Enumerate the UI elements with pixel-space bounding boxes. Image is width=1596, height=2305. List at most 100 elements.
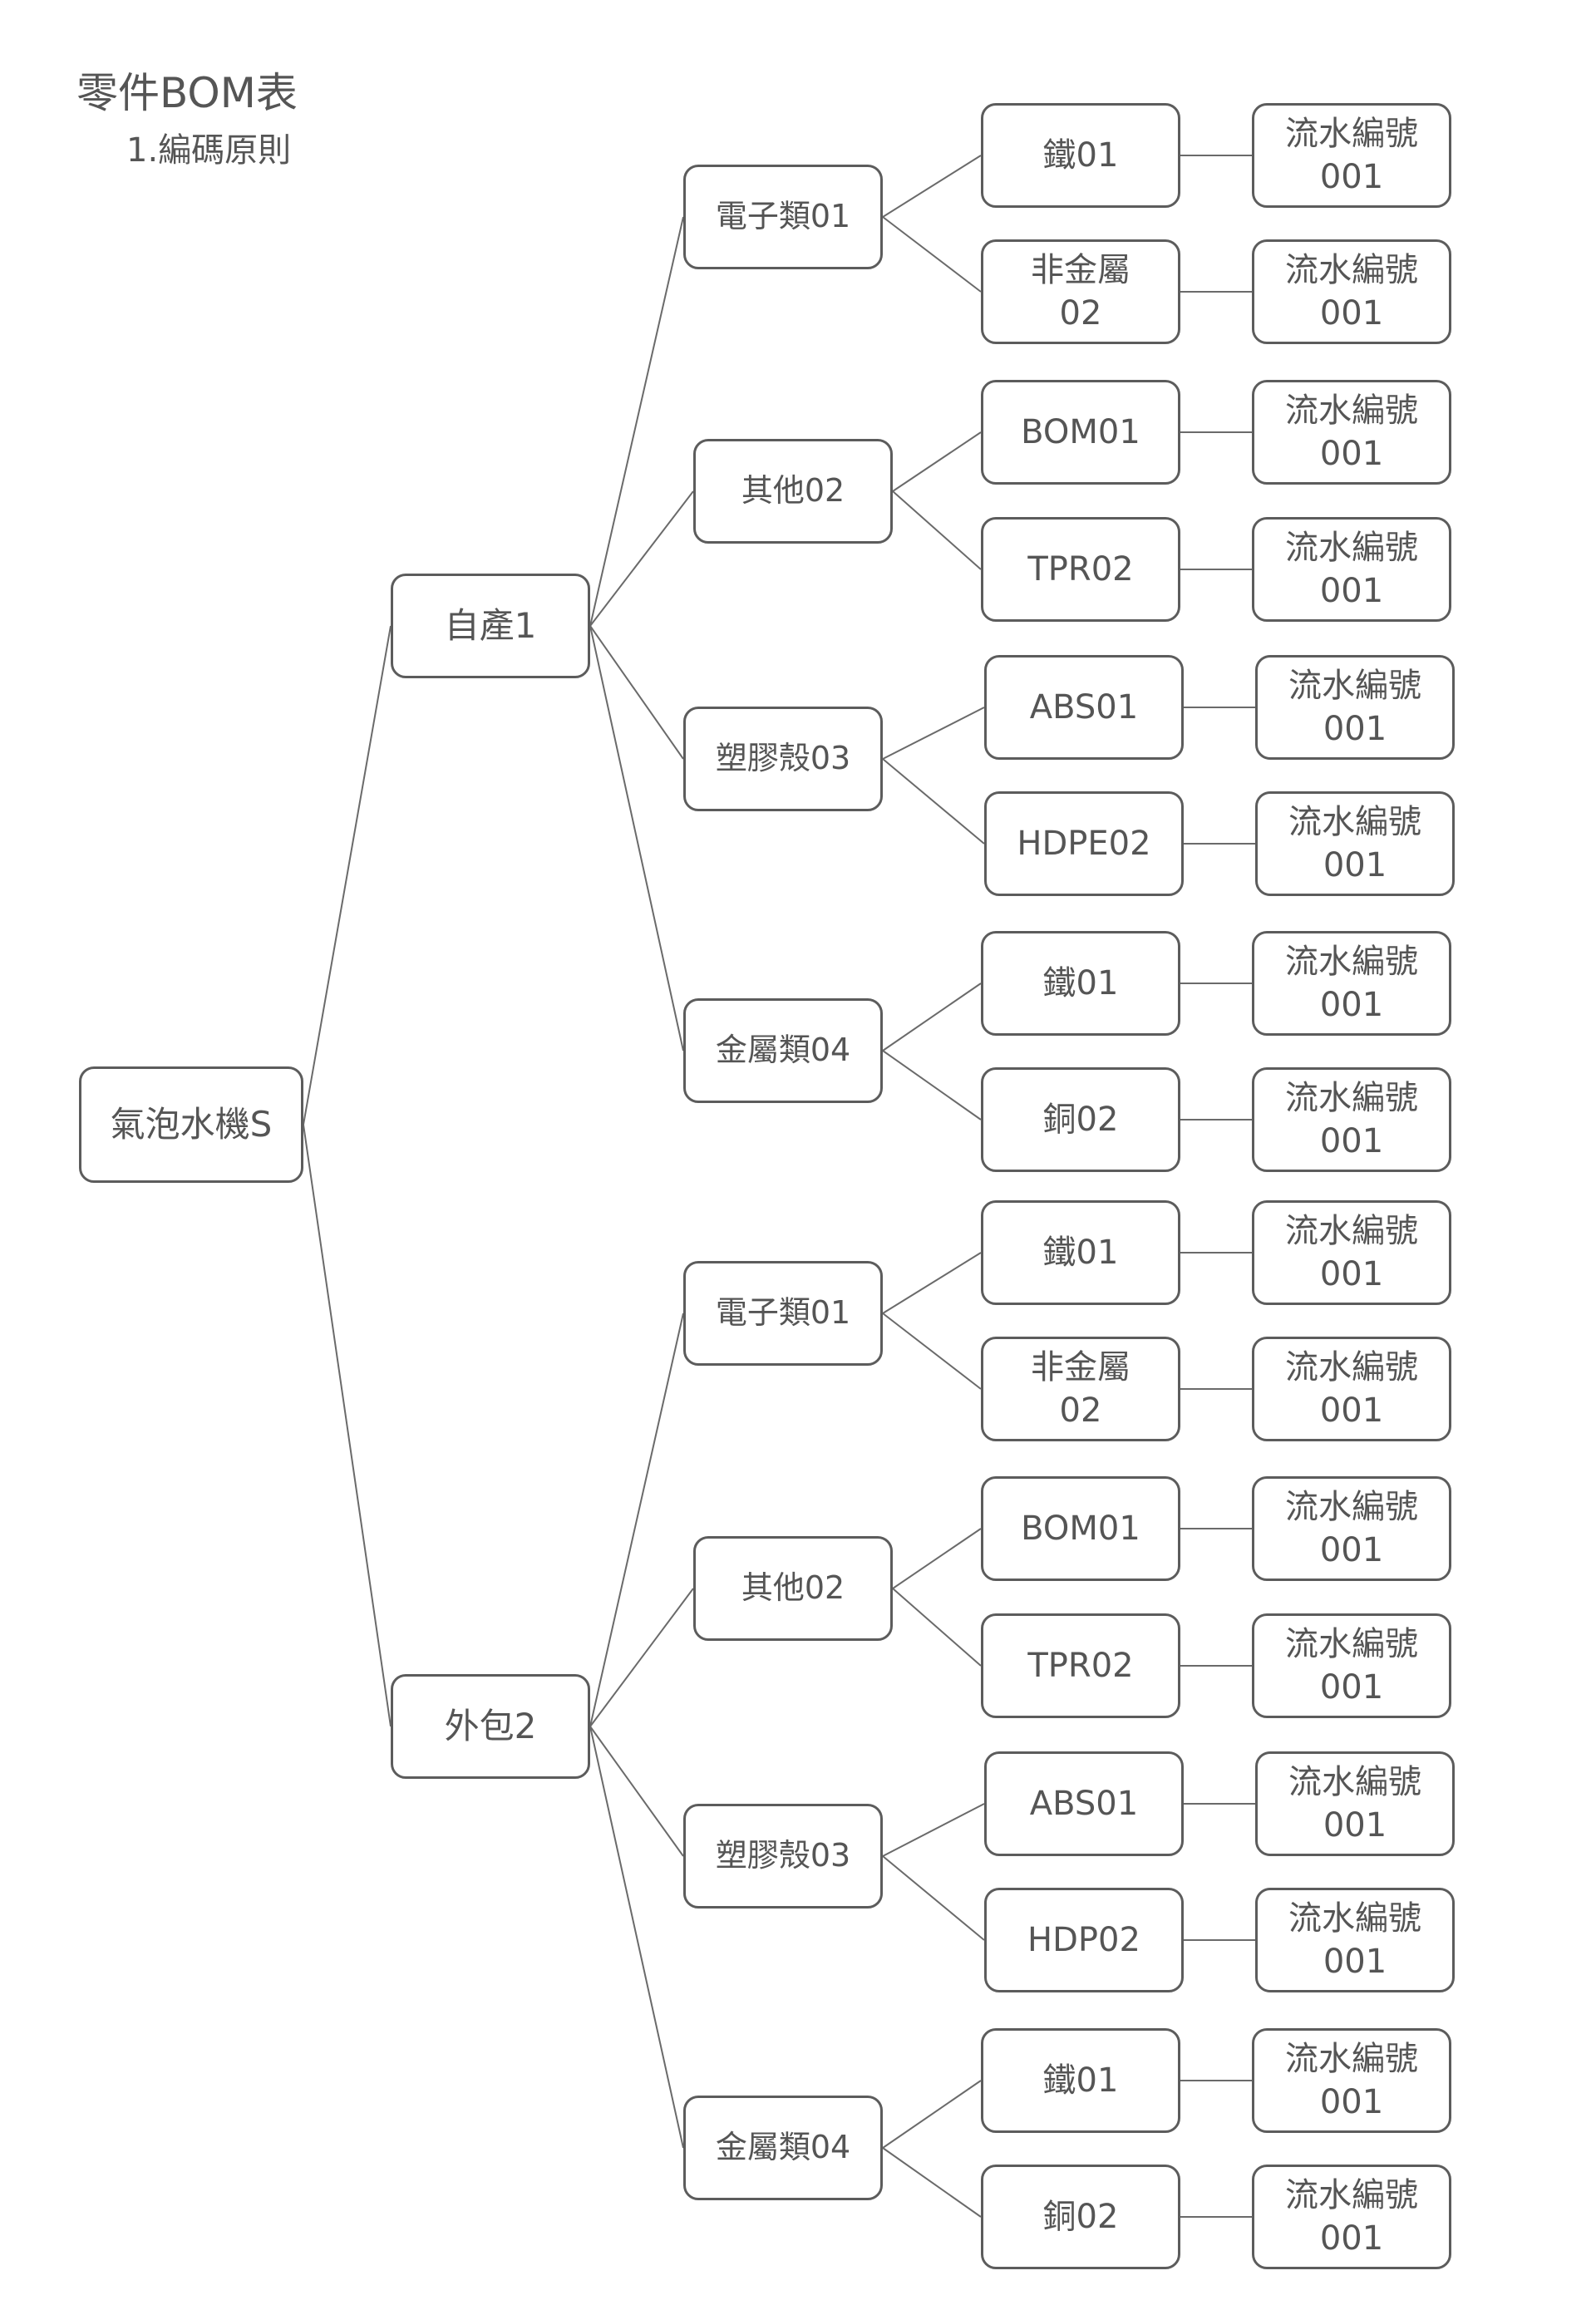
- category-material-line: [892, 1588, 982, 1667]
- root-branch-line: [303, 1124, 392, 1727]
- serial-number-node: 流水編號 001: [1252, 2165, 1451, 2269]
- category-material-line: [882, 707, 985, 760]
- category-node: 金屬類04: [683, 998, 883, 1103]
- branch-category-line: [589, 625, 684, 760]
- category-material-line: [882, 983, 982, 1052]
- material-node: 銅02: [981, 1067, 1180, 1172]
- category-node: 塑膠殼03: [683, 1804, 883, 1909]
- branch-category-line: [589, 216, 684, 627]
- material-node-label: 銅02: [1042, 1101, 1119, 1139]
- serial-number-node-label: 流水編號 001: [1285, 1212, 1418, 1293]
- serial-number-node: 流水編號 001: [1252, 2028, 1451, 2133]
- page-subtitle: 1.編碼原則: [126, 131, 292, 170]
- page-title: 零件BOM表: [76, 69, 298, 117]
- category-node-label: 塑膠殼03: [715, 740, 851, 777]
- branch-node: 外包2: [391, 1674, 590, 1779]
- category-node-label: 其他02: [741, 1569, 845, 1607]
- material-node-label: ABS01: [1029, 1785, 1139, 1823]
- category-material-line: [882, 216, 982, 293]
- material-node-label: 鐵01: [1042, 2061, 1119, 2100]
- category-material-line: [882, 1252, 982, 1314]
- material-node: TPR02: [981, 1613, 1180, 1718]
- material-node: 非金屬 02: [981, 239, 1180, 344]
- category-material-line: [892, 431, 982, 492]
- material-node-label: HDPE02: [1017, 825, 1151, 863]
- category-node: 電子類01: [683, 165, 883, 269]
- material-node: 鐵01: [981, 103, 1180, 208]
- material-node: 鐵01: [981, 1200, 1180, 1305]
- serial-number-node: 流水編號 001: [1252, 1613, 1451, 1718]
- category-material-line: [882, 1050, 982, 1120]
- material-node: 鐵01: [981, 2028, 1180, 2133]
- material-node-label: BOM01: [1021, 413, 1140, 451]
- category-material-line: [882, 155, 982, 218]
- serial-number-node: 流水編號 001: [1252, 517, 1451, 622]
- serial-number-node: 流水編號 001: [1252, 931, 1451, 1036]
- serial-number-node: 流水編號 001: [1252, 1067, 1451, 1172]
- root-node: 氣泡水機S: [79, 1066, 303, 1183]
- material-node: BOM01: [981, 380, 1180, 485]
- material-node-label: 銅02: [1042, 2198, 1119, 2236]
- serial-number-node-label: 流水編號 001: [1288, 667, 1421, 748]
- category-material-line: [882, 2080, 982, 2149]
- material-node: HDP02: [984, 1888, 1184, 1992]
- material-node: ABS01: [984, 655, 1184, 760]
- branch-category-line: [589, 490, 694, 627]
- serial-number-node: 流水編號 001: [1255, 1888, 1455, 1992]
- serial-number-node-label: 流水編號 001: [1285, 115, 1418, 196]
- category-material-line: [882, 2147, 982, 2218]
- serial-number-node: 流水編號 001: [1252, 103, 1451, 208]
- serial-number-node-label: 流水編號 001: [1285, 392, 1418, 473]
- material-node-label: BOM01: [1021, 1510, 1140, 1548]
- category-node: 塑膠殼03: [683, 707, 883, 811]
- serial-number-node: 流水編號 001: [1255, 655, 1455, 760]
- serial-number-node-label: 流水編號 001: [1285, 1348, 1418, 1430]
- category-node-label: 其他02: [741, 472, 845, 510]
- material-node-label: 鐵01: [1042, 1234, 1119, 1272]
- material-node: ABS01: [984, 1751, 1184, 1856]
- serial-number-node-label: 流水編號 001: [1285, 1625, 1418, 1707]
- branch-category-line: [589, 1726, 684, 1857]
- category-node-label: 電子類01: [715, 1294, 851, 1332]
- material-node-label: 鐵01: [1042, 136, 1119, 175]
- material-node-label: 非金屬 02: [1031, 251, 1130, 332]
- material-node-label: 鐵01: [1042, 964, 1119, 1002]
- branch-category-line: [589, 1313, 684, 1727]
- material-node: TPR02: [981, 517, 1180, 622]
- material-node-label: HDP02: [1027, 1921, 1140, 1959]
- category-material-line: [882, 1313, 982, 1390]
- material-node-label: TPR02: [1027, 550, 1134, 589]
- root-node-label: 氣泡水機S: [110, 1103, 273, 1145]
- serial-number-node-label: 流水編號 001: [1285, 943, 1418, 1024]
- serial-number-node: 流水編號 001: [1252, 1337, 1451, 1441]
- category-node: 電子類01: [683, 1261, 883, 1366]
- serial-number-node-label: 流水編號 001: [1285, 251, 1418, 332]
- serial-number-node-label: 流水編號 001: [1288, 1899, 1421, 1981]
- serial-number-node-label: 流水編號 001: [1285, 1488, 1418, 1569]
- branch-node-label: 外包2: [444, 1705, 537, 1746]
- serial-number-node: 流水編號 001: [1252, 380, 1451, 485]
- branch-node-label: 自產1: [444, 604, 537, 646]
- material-node: 銅02: [981, 2165, 1180, 2269]
- category-node: 金屬類04: [683, 2096, 883, 2200]
- serial-number-node-label: 流水編號 001: [1288, 803, 1421, 884]
- category-material-line: [892, 1528, 982, 1589]
- material-node-label: ABS01: [1029, 688, 1139, 726]
- category-node-label: 金屬類04: [715, 1032, 851, 1069]
- serial-number-node-label: 流水編號 001: [1288, 1763, 1421, 1844]
- category-node-label: 金屬類04: [715, 2129, 851, 2166]
- root-branch-line: [303, 625, 392, 1125]
- category-node: 其他02: [693, 1536, 893, 1641]
- material-node: HDPE02: [984, 791, 1184, 896]
- serial-number-node: 流水編號 001: [1255, 1751, 1455, 1856]
- material-node: 非金屬 02: [981, 1337, 1180, 1441]
- category-node-label: 塑膠殼03: [715, 1837, 851, 1874]
- branch-category-line: [589, 1588, 694, 1727]
- category-node: 其他02: [693, 439, 893, 544]
- category-node-label: 電子類01: [715, 198, 851, 235]
- serial-number-node: 流水編號 001: [1255, 791, 1455, 896]
- category-material-line: [892, 490, 982, 570]
- serial-number-node-label: 流水編號 001: [1285, 2176, 1418, 2258]
- serial-number-node: 流水編號 001: [1252, 1200, 1451, 1305]
